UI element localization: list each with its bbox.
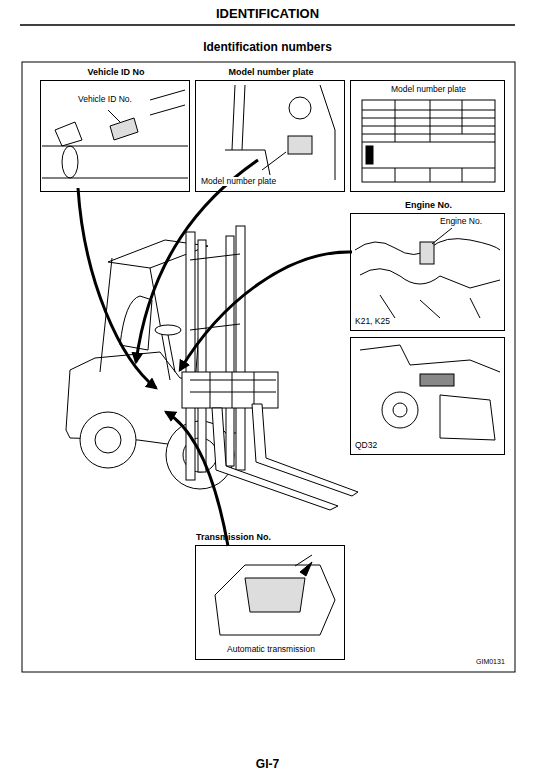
model-plate-sketch: [225, 85, 335, 180]
vehicle-id-sketch: [110, 118, 138, 140]
part-label: Model number plate: [390, 85, 467, 94]
engine-sketch: [420, 242, 434, 264]
page-rules: [20, 24, 515, 26]
qd32-sketch: [360, 345, 500, 372]
vehicle-id-sketch: [150, 90, 185, 115]
forklift: [252, 404, 358, 496]
page-title: IDENTIFICATION: [216, 6, 319, 21]
part-label: Automatic transmission: [226, 645, 316, 654]
engine-sketch: [432, 228, 452, 244]
transmission-sketch: [245, 578, 305, 612]
model-plate-sketch: [289, 97, 311, 119]
qd32-sketch: [360, 345, 500, 440]
transmission-sketch: [215, 565, 335, 635]
page-rules: [22, 62, 515, 672]
transmission-sketch: [215, 555, 335, 635]
qd32-sketch: [420, 374, 454, 386]
panel-heading: Engine No.: [405, 201, 452, 211]
part-label: Model number plate: [200, 177, 277, 186]
qd32-sketch: [382, 392, 418, 428]
engine-sketch: [360, 269, 500, 288]
model-plate-sketch: [225, 85, 270, 175]
forklift: [155, 325, 181, 335]
model-plate-table: [362, 100, 495, 182]
vehicle-id-sketch: [108, 110, 120, 122]
engine-panel: Engine No.Engine No.K21, K25: [350, 213, 505, 331]
model-plate-sketch: [262, 152, 286, 170]
forklift: [182, 372, 278, 408]
forklift: [95, 427, 121, 453]
forklift: [168, 335, 175, 372]
engine-sketch: [355, 228, 500, 318]
model-plate-table: [362, 100, 495, 182]
vehicle-id-sketch: [62, 146, 78, 178]
model-plate-panel: Model number plate: [350, 80, 505, 192]
qd32-sketch: [440, 395, 495, 440]
model-plate-location-panel: Model number plateModel number plate: [195, 80, 345, 192]
transmission-sketch: [300, 562, 312, 576]
page-number: GI-7: [256, 757, 279, 771]
pointer-arrow: [166, 412, 228, 546]
vehicle-id-panel: Vehicle ID NoVehicle ID No.: [40, 80, 190, 192]
pointer-arrow: [180, 252, 352, 370]
engine-sketch: [380, 295, 480, 318]
model-plate-sketch: [320, 85, 335, 180]
page-rules: [20, 25, 515, 672]
section-heading: Identification numbers: [203, 40, 332, 54]
vehicle-id-sketch: [55, 122, 82, 146]
part-label: Vehicle ID No.: [77, 95, 133, 104]
forklift: [198, 240, 206, 472]
part-label: Engine No.: [439, 217, 483, 226]
qd32-panel: QD32: [350, 337, 505, 455]
model-plate-table: [366, 146, 373, 164]
panel-heading: Transmission No.: [196, 533, 271, 543]
forklift: [226, 236, 234, 466]
part-label: QD32: [354, 441, 378, 450]
qd32-sketch: [393, 403, 407, 417]
model-plate-table: [362, 110, 495, 168]
forklift: [120, 296, 152, 350]
panel-heading: Vehicle ID No: [87, 68, 144, 78]
forklift: [190, 372, 276, 408]
part-label: K21, K25: [354, 317, 391, 326]
forklift: [80, 412, 136, 468]
panel-heading: Model number plate: [228, 68, 313, 78]
forklift: [190, 324, 240, 330]
figure-code: GIM0131: [476, 658, 505, 665]
pointer-arrow: [78, 188, 156, 388]
pointer-arrow: [78, 160, 352, 546]
model-plate-table: [395, 100, 462, 182]
model-plate-sketch: [288, 136, 312, 154]
forklift: [212, 408, 338, 510]
forklift: [66, 226, 358, 510]
forklift: [236, 226, 245, 470]
vehicle-id-sketch: [42, 146, 188, 178]
transmission-panel: Transmission No.Automatic transmission: [195, 545, 345, 660]
forklift: [190, 254, 240, 260]
vehicle-id-sketch: [42, 90, 188, 178]
pointer-arrow: [136, 160, 258, 362]
